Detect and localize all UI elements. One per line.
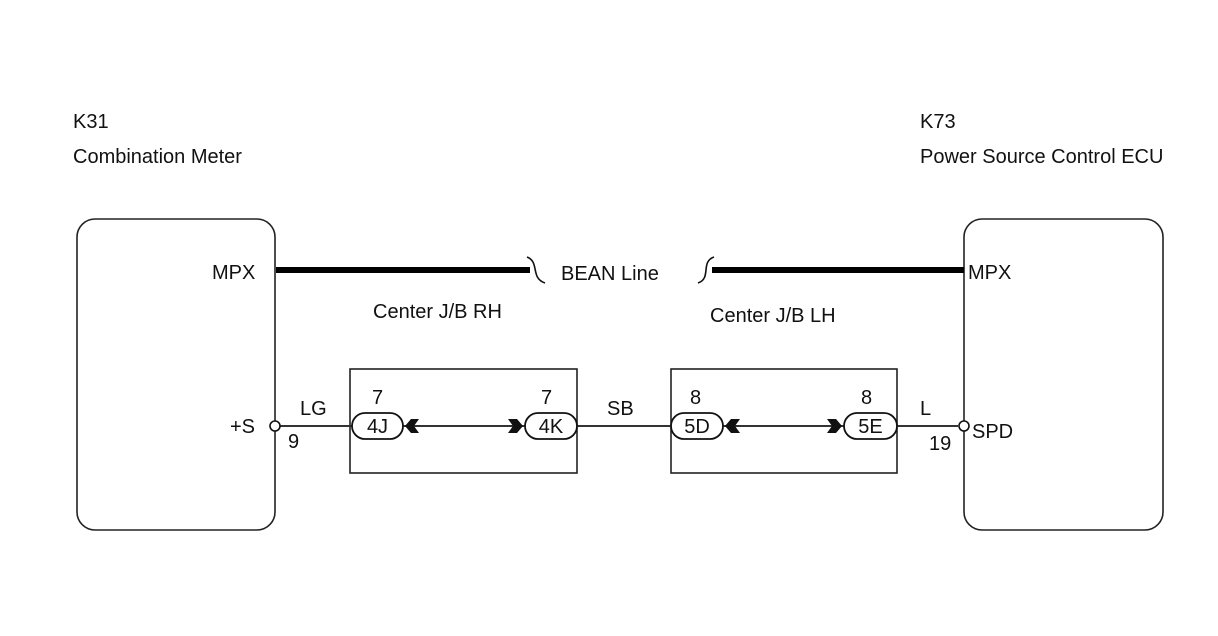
combination-meter-box [76,218,276,531]
right-component-name: Power Source Control ECU [920,146,1163,168]
left-speed-terminal [269,420,281,432]
bean-line-label: BEAN Line [561,263,659,285]
left-speed-pin: 9 [288,431,299,453]
connector-4j-chevron-icon [405,419,419,433]
power-source-ecu-box [963,218,1164,531]
connector-5d-chevron-icon [725,419,740,433]
connector-4j-pin: 7 [372,387,383,409]
left-speed-label: +S [230,416,255,438]
connector-5d [670,412,724,440]
bean-line-right-break [697,256,715,284]
right-speed-pin: 19 [929,433,951,455]
connector-4k-chevron-icon [508,419,523,433]
right-component-code: K73 [920,111,956,133]
connector-5e [843,412,898,440]
wire-lg-label: LG [300,398,327,420]
connector-5d-pin: 8 [690,387,701,409]
left-component-code: K31 [73,111,109,133]
right-speed-label: SPD [972,421,1013,443]
connector-4k-pin: 7 [541,387,552,409]
bean-line-left-break [526,256,546,284]
connector-5d-label: 5D [684,416,710,438]
connector-4k-label: 4K [539,416,564,438]
wire-sb-label: SB [607,398,634,420]
connector-4k [524,412,578,440]
connector-5e-pin: 8 [861,387,872,409]
right-speed-terminal [958,420,970,432]
connector-5e-chevron-icon [827,419,842,433]
left-mpx-label: MPX [212,262,255,284]
center-jb-lh-label: Center J/B LH [710,305,836,327]
right-mpx-label: MPX [968,262,1011,284]
center-jb-rh-label: Center J/B RH [373,301,502,323]
connector-4j-label: 4J [367,416,388,438]
wire-l-label: L [920,398,931,420]
left-component-name: Combination Meter [73,146,242,168]
connector-5e-label: 5E [858,416,882,438]
connector-4j [351,412,404,440]
